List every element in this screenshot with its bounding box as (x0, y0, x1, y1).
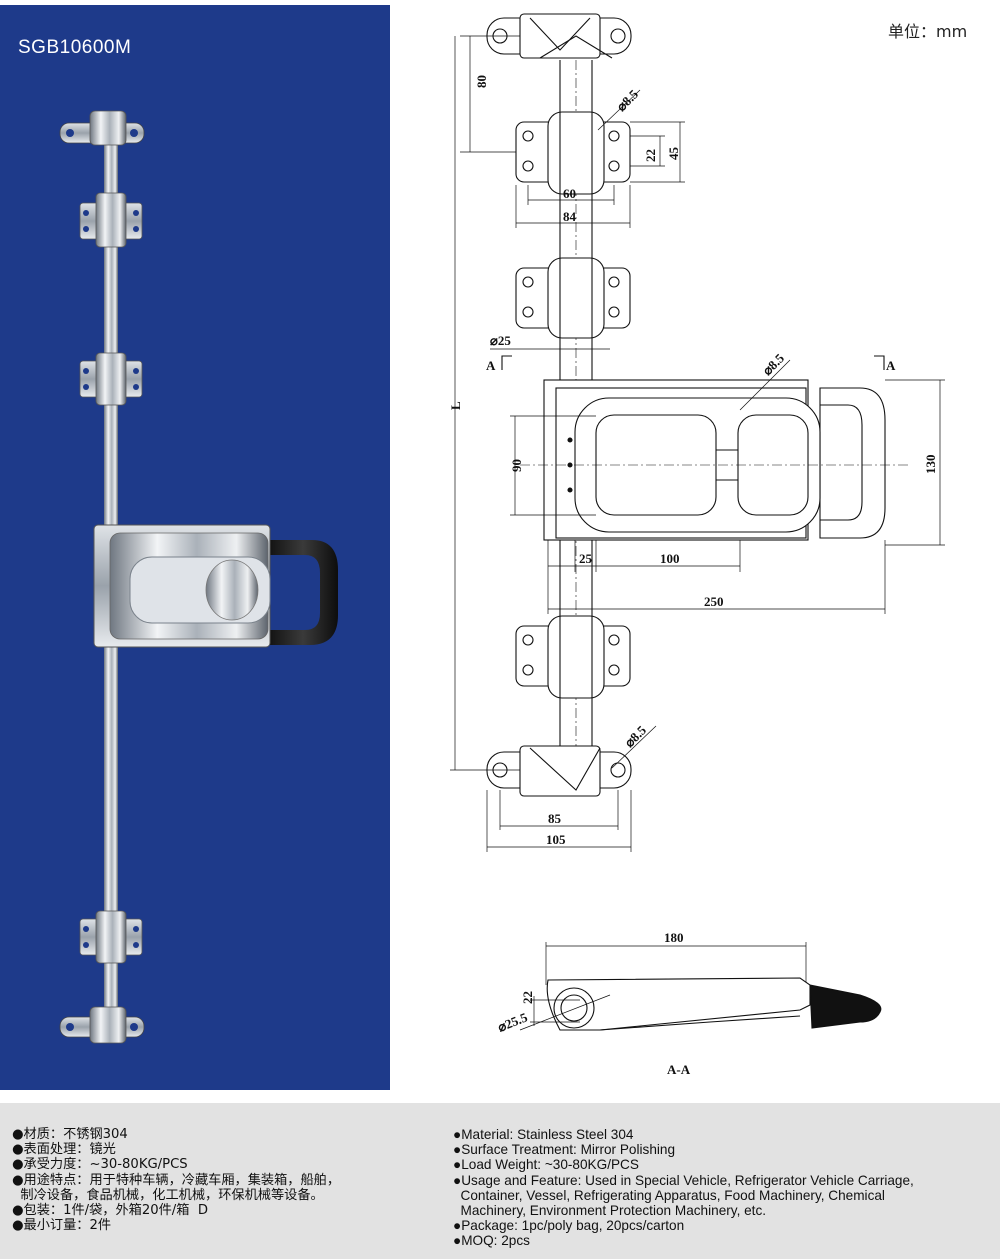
dim-dia-25: ⌀25 (490, 333, 511, 348)
lock-handle-assembly (93, 524, 338, 648)
spec-item: ●Material: Stainless Steel 304 (453, 1127, 634, 1142)
dim-dia-8-5-mid: ⌀8.5 (760, 350, 788, 378)
dim-dia-8-5-top: ⌀8.5 (614, 86, 642, 114)
bottom-cam-keeper (59, 1006, 145, 1044)
technical-drawing: 80 ⌀8.5 22 45 60 84 ⌀25 A A ⌀8.5 L 90 13… (448, 13, 945, 1077)
spec-item: 制冷设备，食品机械，化工机械，环保机械等设备。 (12, 1187, 324, 1203)
section-title: A-A (667, 1062, 691, 1077)
section-mark-left: A (486, 358, 496, 373)
dim-100: 100 (660, 551, 680, 566)
top-bracket-drawing (515, 111, 631, 195)
spec-item: ●用途特点：用于特种车辆，冷藏车厢，集装箱，船舶， (12, 1172, 341, 1188)
section-markers (501, 355, 885, 370)
bottom-cam-keeper-drawing (486, 745, 632, 797)
spec-item: ●Surface Treatment: Mirror Polishing (453, 1142, 676, 1158)
spec-item: ●表面处理：镜光 (12, 1142, 116, 1158)
top-cam-keeper-drawing (486, 13, 632, 59)
section-mark-right: A (886, 358, 896, 373)
top-cam-keeper (59, 110, 145, 146)
dim-22-side: 22 (520, 991, 535, 1004)
unit-label: 单位：mm (888, 22, 968, 41)
dim-130: 130 (923, 455, 938, 475)
spec-list-en: ●Material: Stainless Steel 304 ●Surface … (453, 1127, 914, 1249)
product-photo-panel: SGB10600M (0, 5, 390, 1090)
spec-list-cn: ●材质：不锈钢304 ●表面处理：镜光 ●承受力度：~30-80KG/PCS ●… (12, 1127, 340, 1233)
spec-item: ●Package: 1pc/poly bag, 20pcs/carton (453, 1218, 685, 1234)
spec-item: Machinery, Environment Protection Machin… (453, 1203, 767, 1219)
dim-25: 25 (579, 551, 593, 566)
dim-80: 80 (474, 75, 489, 88)
dim-250: 250 (704, 594, 724, 609)
handle-plan-view (520, 379, 910, 541)
dim-180: 180 (664, 930, 684, 945)
model-code: SGB10600M (18, 37, 132, 58)
spec-item: ●承受力度：~30-80KG/PCS (12, 1157, 188, 1173)
spec-bar: ●材质：不锈钢304 ●表面处理：镜光 ●承受力度：~30-80KG/PCS ●… (0, 1103, 1000, 1259)
dim-60: 60 (563, 186, 576, 201)
spec-item: ●最小订量：2件 (12, 1218, 112, 1234)
dimension-lines (450, 35, 945, 985)
spec-item: ●Usage and Feature: Used in Special Vehi… (453, 1172, 914, 1188)
rod-guide-bracket (79, 192, 143, 248)
rod-guide-bracket (79, 910, 143, 964)
dim-L: L (448, 401, 463, 410)
dim-85: 85 (548, 811, 562, 826)
dim-dia-25-5: ⌀25.5 (496, 1009, 530, 1035)
dim-84: 84 (563, 209, 577, 224)
rod-guide-bracket (79, 352, 143, 406)
side-section-view (519, 977, 882, 1031)
spec-item: Container, Vessel, Refrigerating Apparat… (453, 1187, 885, 1203)
spec-item: ●Load Weight: ~30-80KG/PCS (453, 1157, 639, 1173)
upper-bracket-drawing (515, 257, 631, 339)
dim-105: 105 (546, 832, 566, 847)
spec-item: ●MOQ: 2pcs (453, 1233, 530, 1249)
spec-item: ●包装：1件/袋，外箱20件/箱 D (12, 1203, 208, 1219)
dim-90: 90 (509, 459, 524, 472)
dim-22: 22 (643, 149, 658, 162)
dim-dia-8-5-bottom: ⌀8.5 (622, 722, 650, 750)
lower-bracket-drawing (515, 615, 631, 699)
lock-bar-illustration (59, 110, 338, 1044)
spec-item: ●材质：不锈钢304 (12, 1127, 128, 1142)
dim-45: 45 (666, 147, 681, 161)
